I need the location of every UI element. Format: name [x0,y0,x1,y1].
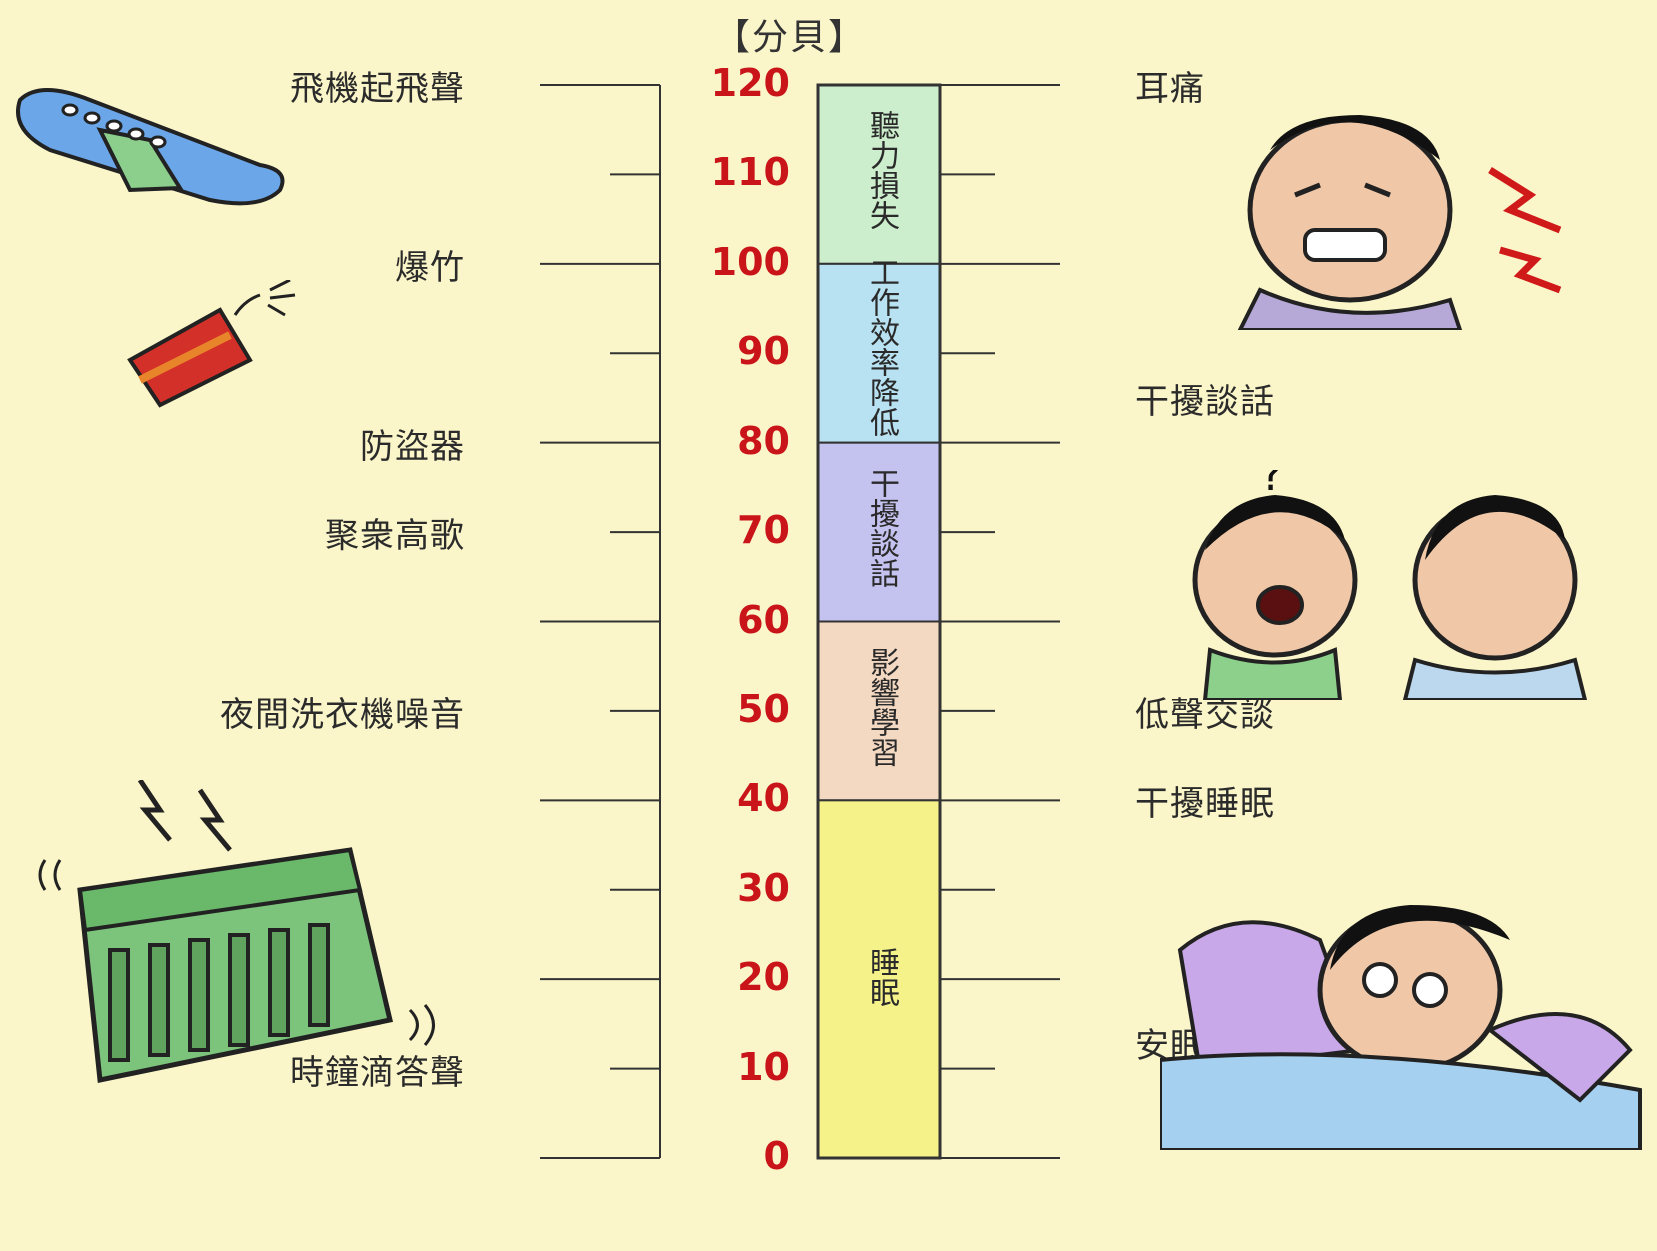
source-label-4: 夜間洗衣機噪音 [220,694,465,735]
scale-number-50: 50 [737,686,790,731]
effect-label-1: 干擾談話 [1135,381,1275,422]
scale-number-30: 30 [737,865,790,910]
effect-label-3: 干擾睡眠 [1135,784,1275,825]
band-4 [817,799,941,1159]
scale-number-40: 40 [737,776,790,821]
scale-number-60: 60 [737,597,790,642]
sleeping-person-icon [1160,905,1642,1150]
scale-number-90: 90 [737,329,790,374]
band-label-3: 影響學習 [864,646,899,767]
band-0 [817,84,941,265]
airplane-icon [16,88,285,206]
band-label-2: 干擾談話 [864,468,899,589]
band-2 [817,441,941,623]
source-label-3: 聚衆高歌 [325,516,465,557]
band-label-0: 聽力損失 [864,110,899,231]
washing-machine-icon [38,780,435,1084]
scale-number-110: 110 [710,150,790,195]
band-1 [817,262,941,444]
scale-number-120: 120 [710,61,790,105]
source-label-5: 時鐘滴答聲 [290,1052,465,1093]
band-label-1: 工作效率降低 [864,257,899,438]
source-label-1: 爆竹 [395,247,465,288]
scale-number-100: 100 [710,239,790,284]
scale-number-70: 70 [737,508,790,553]
scale-number-0: 0 [763,1134,790,1178]
band-3 [817,620,941,802]
scale-number-80: 80 [737,418,790,463]
effect-label-0: 耳痛 [1135,69,1205,109]
source-label-2: 防盜器 [360,426,465,467]
source-label-0: 飛機起飛聲 [290,69,465,109]
firecracker-icon [127,280,296,408]
talking-people-icon: ? [1192,470,1588,700]
band-label-4: 睡眠 [864,947,899,1008]
effect-label-2: 低聲交談 [1135,694,1275,735]
earache-person-icon [1237,115,1562,330]
unit-title: 【分貝】 [713,17,866,58]
scale-number-10: 10 [737,1044,790,1089]
svg-text:?: ? [1260,470,1283,501]
scale-number-20: 20 [737,955,790,1000]
